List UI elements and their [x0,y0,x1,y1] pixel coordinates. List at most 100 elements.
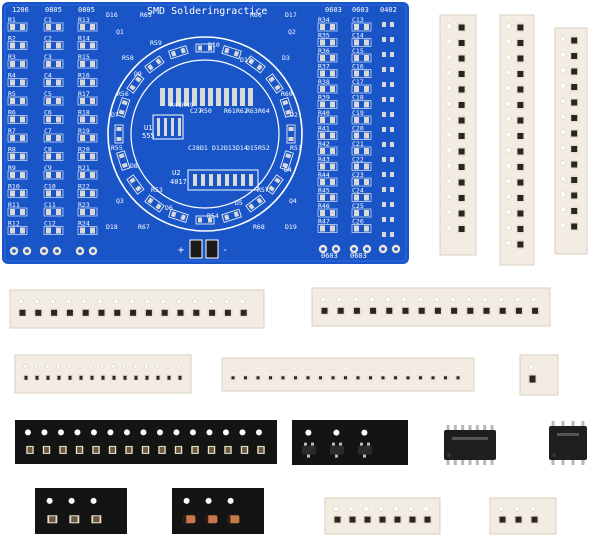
pcb-footprint: R20 [77,146,98,161]
ring-footprint [279,150,294,171]
pcb-label: D1 [200,144,208,152]
bottom-size-0603-a: 0603 [321,252,338,260]
ic-pad [225,174,229,186]
smd-component [532,307,539,314]
pcb-label: R55 [111,144,123,152]
smd-component [451,307,458,314]
pad-0402 [382,37,386,42]
smd-component [51,309,58,316]
pcb-label: C18 [352,94,364,102]
smd-component [331,376,335,380]
pcb-footprint: R14 [77,35,98,50]
ic-sop14 [444,425,496,465]
pad-0402 [382,232,386,237]
smd-component [281,376,285,380]
smd-component [193,309,200,316]
pcb-footprint: R43 [317,156,338,171]
pcb-label: D15 [246,144,258,152]
pcb-label: D4 [284,166,292,174]
smd-component [483,307,490,314]
smd-component [515,516,522,523]
ring-footprint [116,150,131,171]
ic-pad [233,174,237,186]
smd-component [306,376,310,380]
pad-0402 [390,217,394,222]
pcb-label: R8 [8,146,16,154]
pcb-label: R22 [78,183,90,191]
black-strip-diodes-2 [172,488,264,534]
pcb-label: R62 [236,107,248,115]
ic-pad [193,174,197,186]
smd-component [517,86,524,93]
ring-footprint [265,174,284,195]
smd-component [321,307,328,314]
pad-0402 [382,187,386,192]
pcb-label: R3 [8,53,16,61]
pcb-label: C23 [352,171,364,179]
pad-0402 [390,82,394,87]
black-strip-diodes-1 [15,420,277,464]
pcb-label: R58 [122,54,134,62]
ring-footprint [168,208,189,223]
pcb-label: R53 [151,186,163,194]
smd-component [517,241,524,248]
pcb-footprint: C13 [351,16,372,32]
pcb-footprint: C11 [43,201,64,217]
pad-0402 [390,112,394,117]
pcb-label: D9 [134,70,142,78]
smd-component [402,307,409,314]
pcb-footprint: R41 [317,125,338,140]
smd-component [356,376,360,380]
pcb-label: R13 [78,16,90,24]
pcb-label: R9 [8,164,16,172]
pcb-footprint: C24 [351,187,372,202]
pcb-label: Q3 [116,197,124,205]
pcb-label: R19 [78,127,90,135]
pcb-footprint: C1 [43,16,64,32]
pad-0402 [390,157,394,162]
smd-component [244,376,247,380]
pcb-label: C8 [44,146,52,154]
smd-component [571,37,578,44]
pcb-label: R16 [78,72,90,80]
smd-component [458,195,465,201]
pcb-label: R59 [150,39,162,47]
smd-component [444,376,447,380]
pcb-footprint: C19 [351,109,372,125]
pcb-footprint: C12 [43,220,64,235]
pcb-label: R14 [78,35,90,43]
smd-component [134,375,138,380]
pcb-footprint: R42 [317,140,338,156]
pcb-label: C12 [44,220,56,228]
smd-component [156,375,160,380]
pcb-footprint: R7 [7,127,28,143]
black-strip-small [35,488,127,534]
smd-component [123,375,127,380]
pcb-footprint: R45 [317,187,338,202]
smd-component [419,376,422,380]
pcb-label: D6 [165,204,173,212]
pcb-label: D18 [106,223,118,231]
smd-component [517,148,524,155]
bottom-size-0603-b: 0603 [350,252,367,260]
ic-pad [178,118,181,136]
smd-component [145,375,149,380]
pcb-label: R68 [253,223,265,231]
smd-component [499,307,506,314]
pcb-label: R47 [318,218,330,226]
pcb-label: C15 [352,47,364,55]
smd-component [294,376,297,380]
pcb-label: C4 [44,72,52,80]
smd-component [394,516,401,523]
pcb-label: R12 [8,220,20,228]
pcb-label: C3 [44,53,52,61]
pcb-label: R10 [8,183,20,191]
ring-footprint [126,73,145,94]
pcb-footprint: R47 [317,218,338,233]
smd-component [319,376,322,380]
pcb-label: D2 [290,111,298,119]
pcb-footprint: R23 [77,201,98,217]
smd-component [571,146,578,152]
smd-tape-strip-icon [15,420,277,464]
pcb-label: C21 [352,140,364,148]
